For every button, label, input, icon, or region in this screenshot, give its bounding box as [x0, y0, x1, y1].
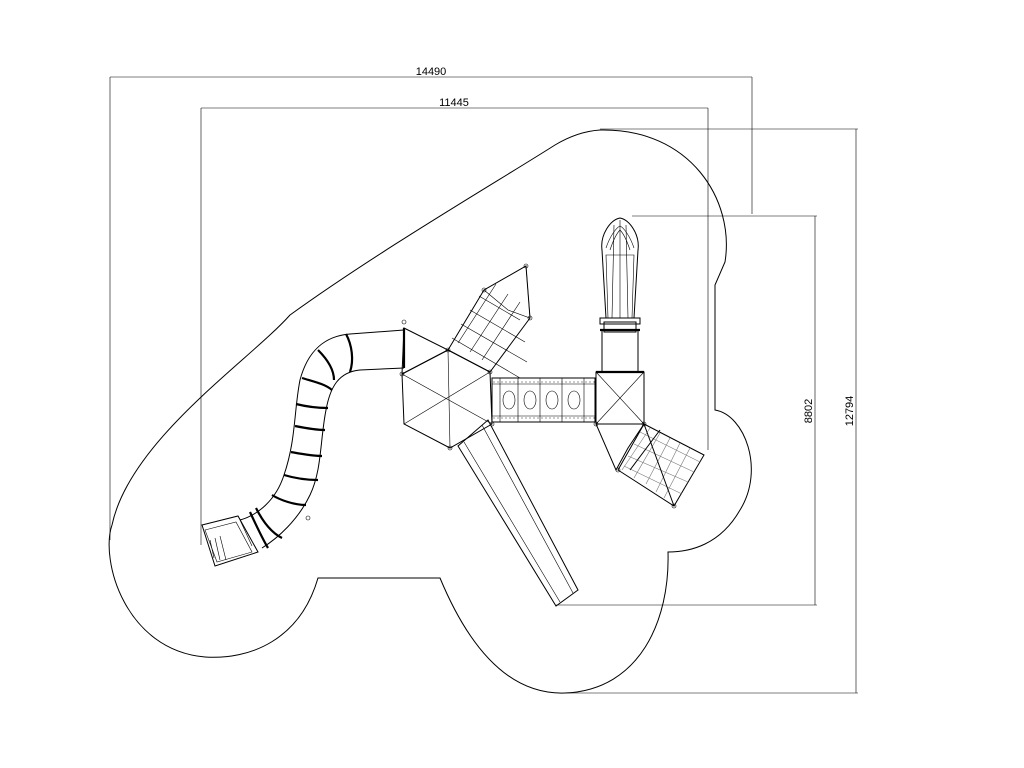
dimension-equipment-depth: 8802 — [556, 215, 817, 606]
dimension-label-equipment-depth: 8802 — [803, 399, 815, 423]
dimension-label-overall-depth: 12794 — [844, 396, 856, 427]
climbing-ladder — [447, 263, 533, 379]
safety-zone-outline — [108, 129, 752, 694]
bridge — [491, 377, 596, 423]
tube-slide — [201, 319, 407, 567]
dimension-overall-depth: 12794 — [565, 128, 858, 694]
net-climber — [615, 423, 705, 509]
dimension-label-overall-width: 14490 — [416, 66, 447, 78]
dimension-equipment-width: 11445 — [200, 97, 709, 545]
dimension-overall-width: 14490 — [109, 66, 753, 540]
straight-slide — [457, 419, 579, 607]
square-tower — [593, 370, 647, 472]
hex-platform — [399, 327, 495, 451]
tower-chimney — [599, 217, 641, 373]
dimension-label-equipment-width: 11445 — [439, 97, 469, 109]
